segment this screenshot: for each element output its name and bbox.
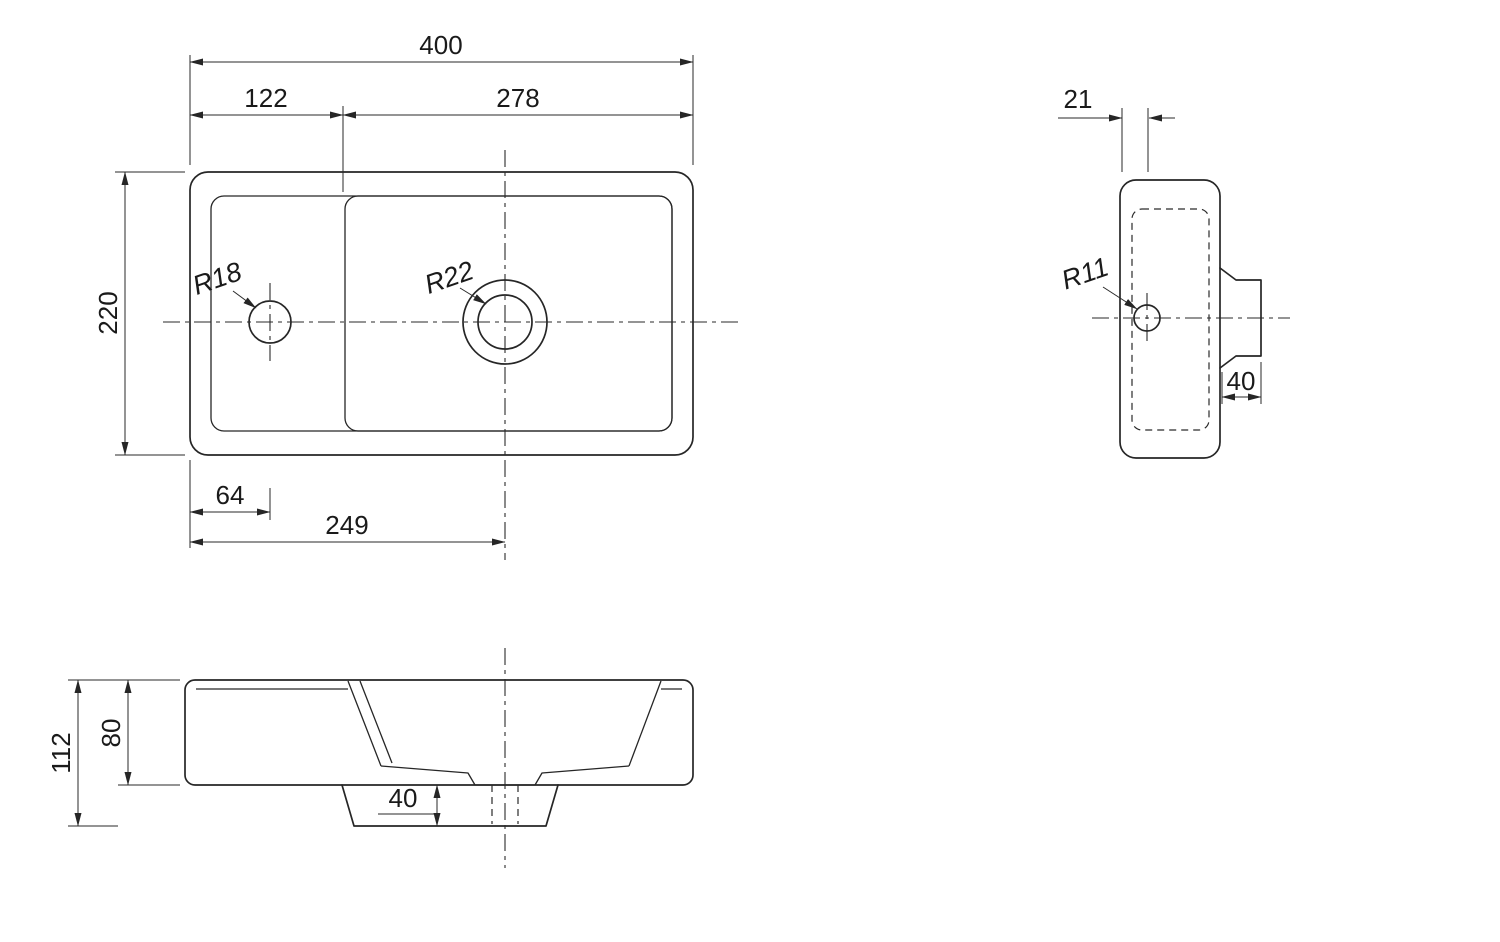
- side-hidden-bowl: [1131, 208, 1210, 431]
- front-view: 112 80 40: [46, 648, 694, 868]
- dim-label-ledge-width: 40: [1227, 366, 1256, 396]
- dim-label-body-height: 80: [96, 719, 126, 748]
- leader-line: [459, 287, 487, 305]
- front-bowl-right-wall: [628, 680, 662, 767]
- dim-label-total-height: 112: [46, 732, 76, 773]
- dim-tap-offset: 64: [189, 460, 271, 548]
- leader-line: [1102, 286, 1138, 310]
- label-side-hole-radius: R11: [1058, 252, 1113, 296]
- side-hole-radius-callout: R11: [1058, 252, 1138, 310]
- dim-label-total-width: 400: [419, 30, 462, 60]
- dim-label-tap-offset: 64: [216, 480, 245, 510]
- dim-wall-gap: 21: [1058, 84, 1175, 172]
- dim-extension-lines: [68, 679, 180, 827]
- front-body-outline: [184, 679, 694, 786]
- drain-radius-callout: R22: [421, 255, 487, 305]
- dim-label-left-width: 122: [244, 83, 287, 113]
- side-view: 21 40 R11: [1058, 84, 1290, 459]
- side-body-outline: [1119, 179, 1221, 459]
- dim-label-plan-height: 220: [93, 291, 123, 334]
- plan-bowl-edge: [344, 195, 673, 432]
- tap-radius-callout: R18: [189, 256, 257, 309]
- dim-total-height: 112: [46, 679, 180, 827]
- front-bowl-left-wall-inner: [359, 680, 393, 764]
- dim-extension-lines: [189, 55, 694, 165]
- front-drain-pipe-hidden: [491, 785, 519, 824]
- dim-split-widths: 122 278: [189, 83, 694, 192]
- dim-label-drain-offset: 249: [325, 510, 368, 540]
- plan-view: 400 122 278 220 64 249: [93, 30, 740, 560]
- leader-line: [232, 290, 257, 309]
- dim-drain-depth: 40: [378, 783, 441, 827]
- dim-extension-lines: [1121, 108, 1149, 172]
- dim-total-width: 400: [189, 30, 694, 165]
- dim-ledge-width: 40: [1221, 362, 1262, 404]
- front-bowl-left-wall: [347, 680, 382, 767]
- dim-plan-height: 220: [93, 171, 185, 456]
- dim-drain-offset: 249: [189, 510, 506, 546]
- front-drain-boss: [341, 784, 559, 827]
- plan-inner-rim: [210, 195, 673, 432]
- dim-body-height: 80: [96, 679, 180, 786]
- dim-label-drain-depth: 40: [389, 783, 418, 813]
- plan-outer-rim: [189, 171, 694, 456]
- dim-label-right-width: 278: [496, 83, 539, 113]
- dim-label-wall-gap: 21: [1064, 84, 1093, 114]
